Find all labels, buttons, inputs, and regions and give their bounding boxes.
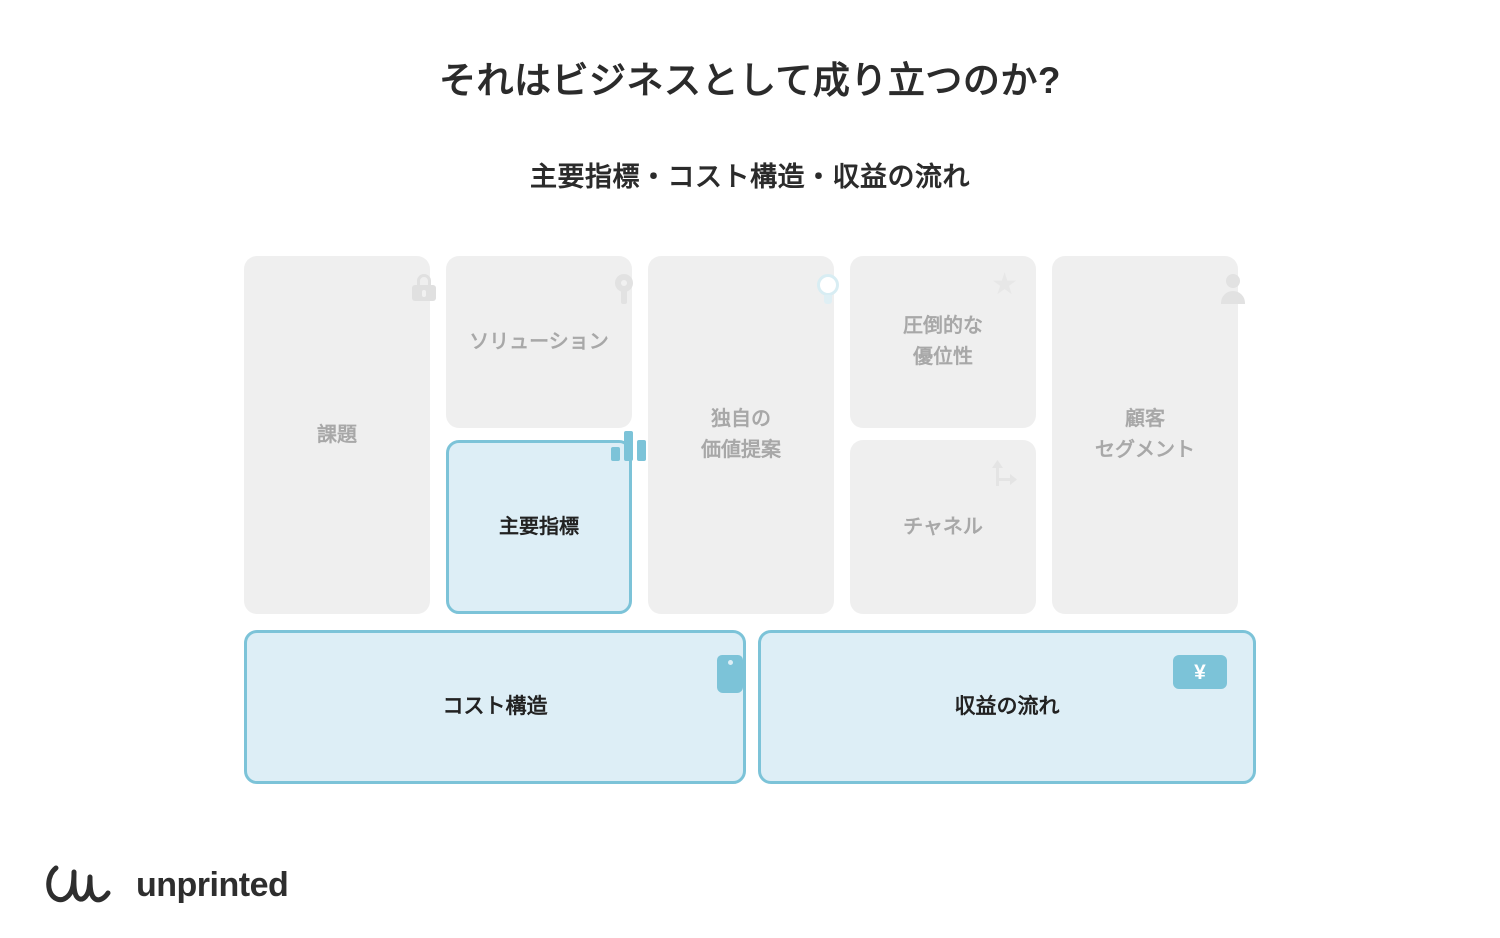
unprinted-mark-icon (46, 865, 111, 903)
card-key-metrics[interactable]: 主要指標 (446, 431, 646, 614)
card-unique-value-proposition[interactable]: 独自の 価値提案 (648, 256, 839, 614)
card-customer-segments-label: 顧客 セグメント (1095, 408, 1195, 461)
card-problem-label: 課題 (317, 423, 357, 446)
channel-arrows-icon (988, 458, 1018, 493)
card-cost-structure-label: コスト構造 (442, 694, 548, 718)
card-cost-structure[interactable]: コスト構造 (244, 630, 746, 784)
card-revenue-streams[interactable]: ¥ 収益の流れ (758, 630, 1256, 784)
page-title: それはビジネスとして成り立つのか? (439, 60, 1061, 101)
card-solution-label: ソリューション (469, 330, 609, 353)
brand-logo: unprinted (44, 858, 289, 912)
card-solution[interactable]: ソリューション (446, 256, 633, 428)
card-channels[interactable]: チャネル (850, 440, 1036, 614)
lean-canvas-grid: 課題 ソリューション 主要指標 独自の 価値提案 (244, 256, 1256, 784)
yen-badge-icon: ¥ (1173, 655, 1227, 689)
card-problem[interactable]: 課題 (244, 256, 436, 614)
brand-logo-text: unprinted (136, 865, 289, 904)
card-key-metrics-label: 主要指標 (499, 515, 579, 538)
card-unique-value-proposition-label: 独自の 価値提案 (701, 408, 781, 461)
card-unfair-advantage[interactable]: ★ 圧倒的な 優位性 (850, 256, 1036, 428)
card-unfair-advantage-label: 圧倒的な 優位性 (903, 315, 983, 368)
card-revenue-streams-label: 収益の流れ (954, 694, 1060, 718)
card-customer-segments[interactable]: 顧客 セグメント (1052, 256, 1245, 614)
card-channels-label: チャネル (903, 515, 983, 538)
page-subtitle: 主要指標・コスト構造・収益の流れ (530, 162, 970, 192)
